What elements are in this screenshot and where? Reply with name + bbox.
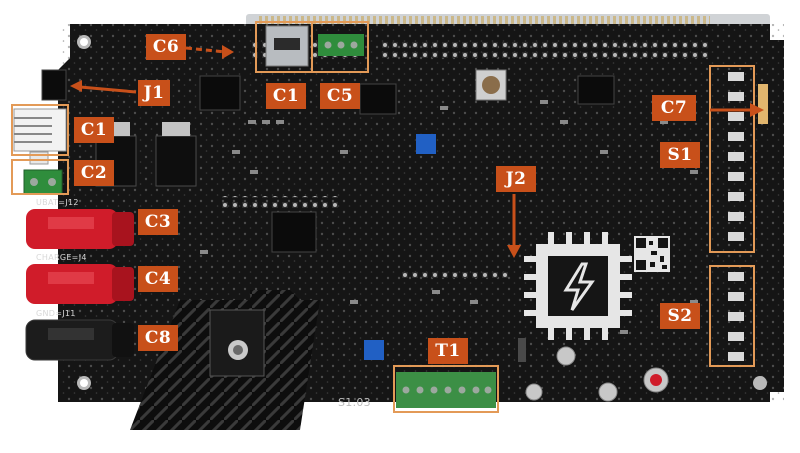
outline-c1-left xyxy=(11,104,69,156)
outline-c2 xyxy=(11,159,69,195)
label-c4: C4 xyxy=(138,266,178,292)
arrow-j1 xyxy=(79,85,137,94)
pin-header-top xyxy=(378,42,708,62)
label-c2: C2 xyxy=(74,160,114,186)
ic-main xyxy=(271,211,317,253)
edge-switch xyxy=(758,84,768,124)
silk-charge: CHARGE=J4 xyxy=(36,253,87,262)
terminal-block-t1 xyxy=(396,372,496,408)
outline-s1 xyxy=(709,65,755,253)
label-c7: C7 xyxy=(652,95,696,121)
silk-gnd: GND=J11 xyxy=(36,309,76,318)
led-column-s2 xyxy=(728,272,744,361)
led-column-s1 xyxy=(728,72,744,241)
header-connector-c1 xyxy=(13,108,67,152)
terminal-block-c2 xyxy=(23,169,63,195)
regulator-2 xyxy=(155,135,197,187)
arrow-c6 xyxy=(185,46,227,54)
trimmer-1 xyxy=(416,134,436,154)
trimmer-2 xyxy=(364,340,384,360)
label-s2: S2 xyxy=(660,303,700,329)
capacitor-1 xyxy=(556,346,576,366)
banana-jack-red-ubat xyxy=(26,209,134,249)
mount-hole-br xyxy=(753,376,767,390)
pin-header-mid xyxy=(218,196,338,208)
silk-ubat: UBAT=J12 xyxy=(36,198,79,207)
label-j1: J1 xyxy=(138,80,170,106)
banana-jack-red-charge xyxy=(26,264,134,304)
label-c3: C3 xyxy=(138,209,178,235)
silk-ref: S1.03 xyxy=(338,396,371,409)
label-j2: J2 xyxy=(496,166,536,192)
label-c1-left: C1 xyxy=(74,117,114,143)
outline-t1 xyxy=(393,365,499,413)
label-s1: S1 xyxy=(660,142,700,168)
label-c8: C8 xyxy=(138,325,178,351)
label-c1-top: C1 xyxy=(266,83,306,109)
banana-jack-black-gnd xyxy=(25,319,134,361)
label-c6: C6 xyxy=(146,34,186,60)
lightning-bolt-chip-icon xyxy=(524,232,632,340)
qr-code xyxy=(634,236,670,272)
outline-s2 xyxy=(709,265,755,367)
outline-c5 xyxy=(311,21,369,73)
label-t1: T1 xyxy=(428,338,468,364)
label-c5: C5 xyxy=(320,83,360,109)
